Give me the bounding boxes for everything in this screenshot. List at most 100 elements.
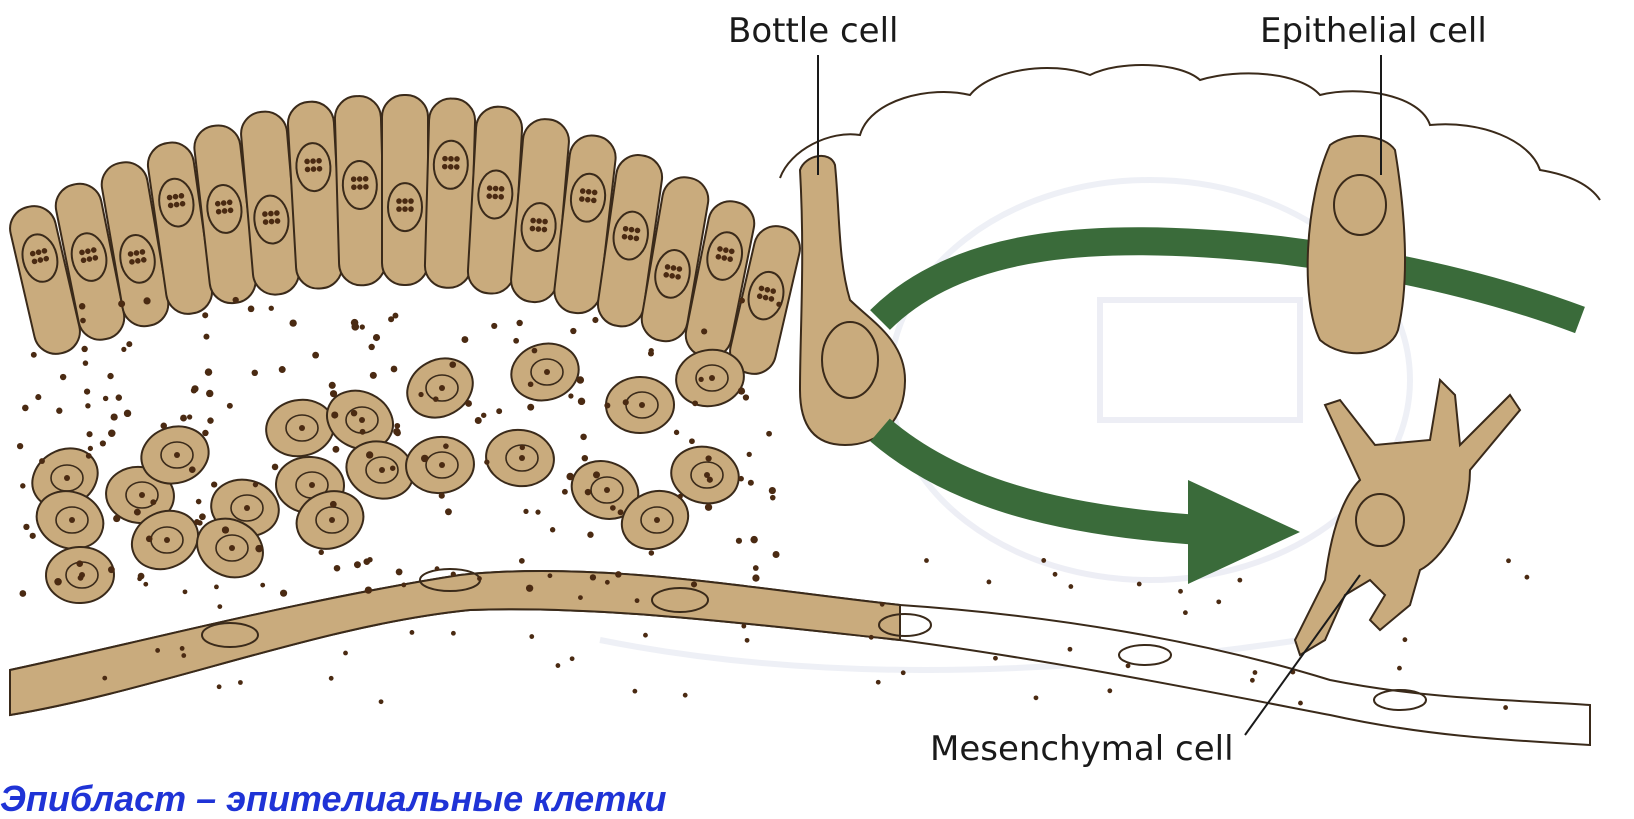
granule-dot [753,565,759,571]
granule-dot [388,316,394,322]
migrating-cell [261,394,338,462]
granule-dot [604,402,610,408]
granule-dot [205,368,212,375]
granule-dot [343,651,348,656]
granule-dot [481,413,486,418]
granule-dot [103,396,108,401]
granule-dot [102,676,107,681]
granule-dot [435,566,440,571]
granule-dot [81,346,87,352]
granule-dot [108,430,115,437]
caption-text: Эпибласт – эпителиальные клетки [0,781,666,817]
granule-dot [747,452,752,457]
granule-dot [924,558,929,563]
granule-dot [214,584,219,589]
granule-dot [369,344,375,350]
granule-dot [146,536,153,543]
granule-dot [605,580,610,585]
granule-dot [1126,663,1131,668]
granule-dot [1053,572,1058,577]
granule-dot [202,430,208,436]
granule-dot [1237,578,1242,583]
granule-dot [513,338,519,344]
granule-dot [211,481,217,487]
migrating-cell-nucleolus [379,467,385,473]
granule-dot [183,589,188,594]
granule-dot [1525,575,1530,580]
granule-dot [78,575,84,581]
granule-dot [707,477,713,483]
bottle-cell-label: Bottle cell [728,14,898,48]
granule-dot [550,527,555,532]
granule-dot [1403,637,1408,642]
granule-dot [577,376,584,383]
granule-dot [20,483,25,488]
granule-dot [379,699,384,704]
granule-dot [76,560,83,567]
granule-dot [329,676,334,681]
granule-dot [678,494,683,499]
migrating-cell [606,376,675,433]
granule-dot [217,604,222,609]
granule-dot [111,413,118,420]
migrating-cell-nucleolus [604,487,610,493]
granule-dot [738,476,744,482]
granule-dot [390,465,395,470]
migrating-cell-nucleolus [519,455,525,461]
epiblast-nucleus-granule [402,198,408,204]
granule-dot [590,574,596,580]
granule-dot [134,509,141,516]
granule-dot [191,387,197,393]
granule-dot [570,656,575,661]
migrating-cell-nucleolus [299,425,305,431]
granule-dot [189,466,196,473]
epiblast-cell-layer [6,95,805,378]
granule-dot [124,410,131,417]
granule-dot [272,464,279,471]
migrating-cell-nucleolus [309,482,315,488]
granule-dot [330,390,337,397]
granule-dot [743,394,749,400]
granule-dot [491,323,497,329]
granule-dot [566,473,574,481]
epiblast-nucleus-granule [396,198,402,204]
granule-dot [615,571,622,578]
granule-dot [1041,558,1046,563]
granule-dot [568,393,573,398]
granule-dot [477,576,482,581]
granule-dot [876,680,881,685]
granule-dot [532,348,538,354]
granule-dot [769,487,776,494]
granule-dot [750,536,757,543]
granule-dot [360,429,366,435]
granule-dot [289,319,296,326]
granule-dot [330,501,337,508]
granule-dot [100,440,106,446]
granule-dot [206,390,213,397]
granule-dot [332,446,339,453]
migrating-cell-group [22,336,749,604]
granule-dot [520,445,525,450]
granule-dot [233,297,239,303]
granule-dot [706,455,712,461]
granule-dot [137,576,142,581]
granule-dot [180,646,185,651]
granule-dot [351,410,357,416]
granule-dot [741,624,746,629]
granule-dot [461,336,468,343]
granule-dot [1137,582,1142,587]
granule-dot [585,489,592,496]
granule-dot [580,434,587,441]
granule-dot [527,404,534,411]
granule-dot [17,443,23,449]
granule-dot [451,631,456,636]
granule-dot [773,551,780,558]
granule-dot [484,459,489,464]
epiblast-cell [334,95,385,285]
granule-dot [39,458,45,464]
granule-dot [439,493,445,499]
granule-dot [635,598,640,603]
granule-dot [118,300,125,307]
migrating-cell-nucleolus [164,537,170,543]
granule-dot [1034,695,1039,700]
